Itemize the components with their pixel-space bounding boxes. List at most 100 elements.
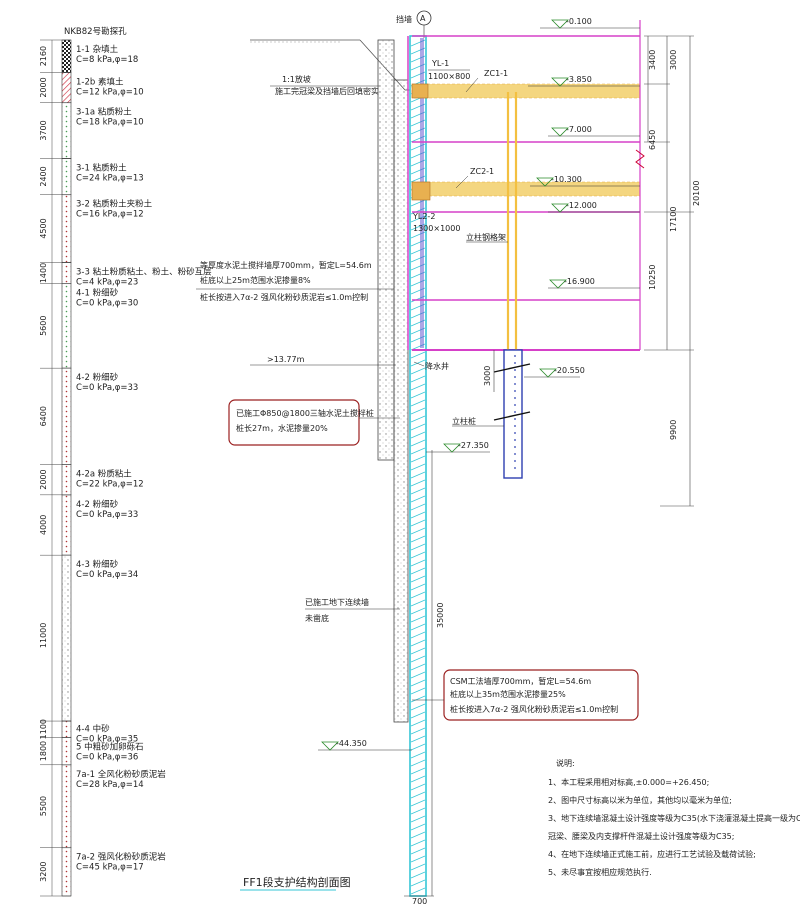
depth-1377-label: >13.77m: [267, 355, 305, 364]
layer-params: C=0 kPa,φ=35: [76, 734, 138, 744]
layer-params: C=4 kPa,φ=23: [76, 278, 138, 288]
elevation-value: -12.000: [566, 201, 597, 210]
layer-params: C=8 kPa,φ=18: [76, 55, 138, 65]
elevation-mark: -20.550: [524, 366, 585, 378]
csm-callout-line1: CSM工法墙厚700mm，暂定L=54.6m: [450, 676, 591, 686]
cement-soil-wall: [393, 79, 409, 723]
smw-callout: 等厚度水泥土搅拌墙厚700mm，暂定L=54.6m 桩底以上25m范围水泥掺量8…: [196, 260, 394, 302]
dewatering-well-label: 降水井: [425, 361, 449, 371]
layer-thickness: 4500: [39, 218, 48, 238]
csm-callout-line3: 桩长按进入7α-2 强风化粉砂质泥岩≤1.0m控制: [450, 704, 618, 714]
elevation-mark: -10.300: [530, 175, 640, 187]
layer-name: 4-2a 粉质粘土: [76, 469, 132, 480]
layer-params: C=0 kPa,φ=33: [76, 383, 138, 393]
layer-name: 4-1 粉细砂: [76, 288, 119, 299]
layer-params: C=0 kPa,φ=30: [76, 299, 138, 309]
smw-callout-line2: 桩底以上25m范围水泥掺量8%: [200, 275, 311, 285]
smw-callout-line3: 桩长按进入7α-2 强风化粉砂质泥岩≤1.0m控制: [200, 292, 368, 302]
strut-zc2: [411, 181, 641, 197]
layer-thickness: 11000: [39, 623, 48, 648]
note-3b: 冠梁、腰梁及内支撑杆件混凝土设计强度等级为C35;: [548, 831, 734, 841]
layer-thickness: 2000: [39, 469, 48, 489]
layer-thickness: 2400: [39, 166, 48, 186]
elevation-value: -3.850: [566, 75, 592, 84]
column-frame-label: 立柱钢格架: [466, 232, 506, 242]
triaxial-callout-line2: 桩长27m，水泥掺量20%: [236, 423, 328, 433]
layer-name: 4-3 粉细砂: [76, 559, 119, 570]
borehole-title: NKB82号勘探孔: [64, 26, 127, 37]
dim-inner-3000: 3000: [483, 366, 492, 386]
elevation-value: -27.350: [458, 441, 489, 450]
elevation-value: -10.300: [551, 175, 582, 184]
layer-thickness: 2000: [39, 77, 48, 97]
smw-callout-line1: 等厚度水泥土搅拌墙厚700mm，暂定L=54.6m: [200, 260, 372, 270]
layer-params: C=0 kPa,φ=36: [76, 753, 138, 763]
csm-wall-callout: CSM工法墙厚700mm，暂定L=54.6m 桩底以上35m范围水泥掺量25% …: [412, 669, 639, 721]
right-dimension-lines: [644, 35, 694, 507]
section-title: FF1段支护结构剖面图: [243, 875, 351, 889]
layer-name: 5 中粗砂加卵砾石: [76, 742, 144, 753]
layer-thickness: 2160: [39, 46, 48, 66]
dim-17100: 17100: [669, 207, 678, 232]
elevation-mark: -44.350: [318, 739, 412, 751]
triaxial-callout-line1: 已施工Φ850@1800三轴水泥土搅拌桩: [236, 408, 374, 418]
dim-20100: 20100: [692, 181, 701, 206]
dim-35000: 35000: [436, 603, 445, 628]
dim-3000: 3000: [669, 50, 678, 70]
column-pile-fill: [514, 355, 516, 469]
layer-thickness: 1800: [39, 741, 48, 761]
zc2-label: ZC2-1: [470, 167, 494, 176]
layer-params: C=24 kPa,φ=13: [76, 174, 144, 184]
elevation-mark: -3.850: [528, 75, 640, 87]
note-4: 4、在地下连续墙正式施工前，应进行工艺试验及载荷试验;: [548, 849, 756, 859]
smw-wall: [377, 39, 395, 461]
layer-thickness: 5500: [39, 796, 48, 816]
note-3: 3、地下连续墙混凝土设计强度等级为C35(水下浇灌混凝土提高一级为C40): [548, 813, 800, 823]
layer-thickness: 4000: [39, 515, 48, 535]
layer-thickness: 3200: [39, 862, 48, 882]
elevation-value: -20.550: [554, 366, 585, 375]
layer-thickness: 5600: [39, 316, 48, 336]
existing-wall-label1: 已施工地下连续墙: [305, 597, 369, 607]
dim-3400: 3400: [648, 50, 657, 70]
layer-name: 7a-2 强风化粉砂质泥岩: [76, 852, 166, 863]
elevation-value: -0.100: [566, 17, 592, 26]
existing-wall-label2: 未凿底: [305, 613, 329, 623]
layer-params: C=0 kPa,φ=33: [76, 510, 138, 520]
elevation-marks: -0.100 -3.850 -7.000 -10.300 -12.000 -16.900 -…: [318, 17, 640, 751]
layer-params: C=45 kPa,φ=17: [76, 863, 144, 873]
retaining-wall-label: 挡墙: [396, 14, 412, 24]
elevation-mark: -16.900: [548, 277, 640, 289]
axis-label: A: [420, 14, 426, 23]
layer-params: C=28 kPa,φ=14: [76, 780, 144, 790]
layer-name: 4-2 粉细砂: [76, 372, 119, 383]
layer-thickness: 6400: [39, 406, 48, 426]
elevation-mark: -12.000: [548, 201, 640, 213]
slope-note: 施工完冠梁及挡墙后回填密实: [275, 86, 379, 96]
elevation-mark: -27.350: [426, 441, 490, 453]
elevation-value: -16.900: [564, 277, 595, 286]
dim-10250: 10250: [648, 265, 657, 290]
zc1-label: ZC1-1: [484, 69, 508, 78]
layer-thickness: 1100: [39, 719, 48, 739]
dim-9900: 9900: [669, 420, 678, 440]
triaxial-pile-callout: 已施工Φ850@1800三轴水泥土搅拌桩 桩长27m，水泥掺量20%: [228, 399, 400, 446]
elevation-mark: -0.100: [540, 17, 640, 29]
elevation-mark: -7.000: [548, 125, 640, 137]
csm-callout-line2: 桩底以上35m范围水泥掺量25%: [450, 689, 566, 699]
layer-thickness: 3700: [39, 120, 48, 140]
layer-name: 1-2b 素填土: [76, 77, 124, 88]
